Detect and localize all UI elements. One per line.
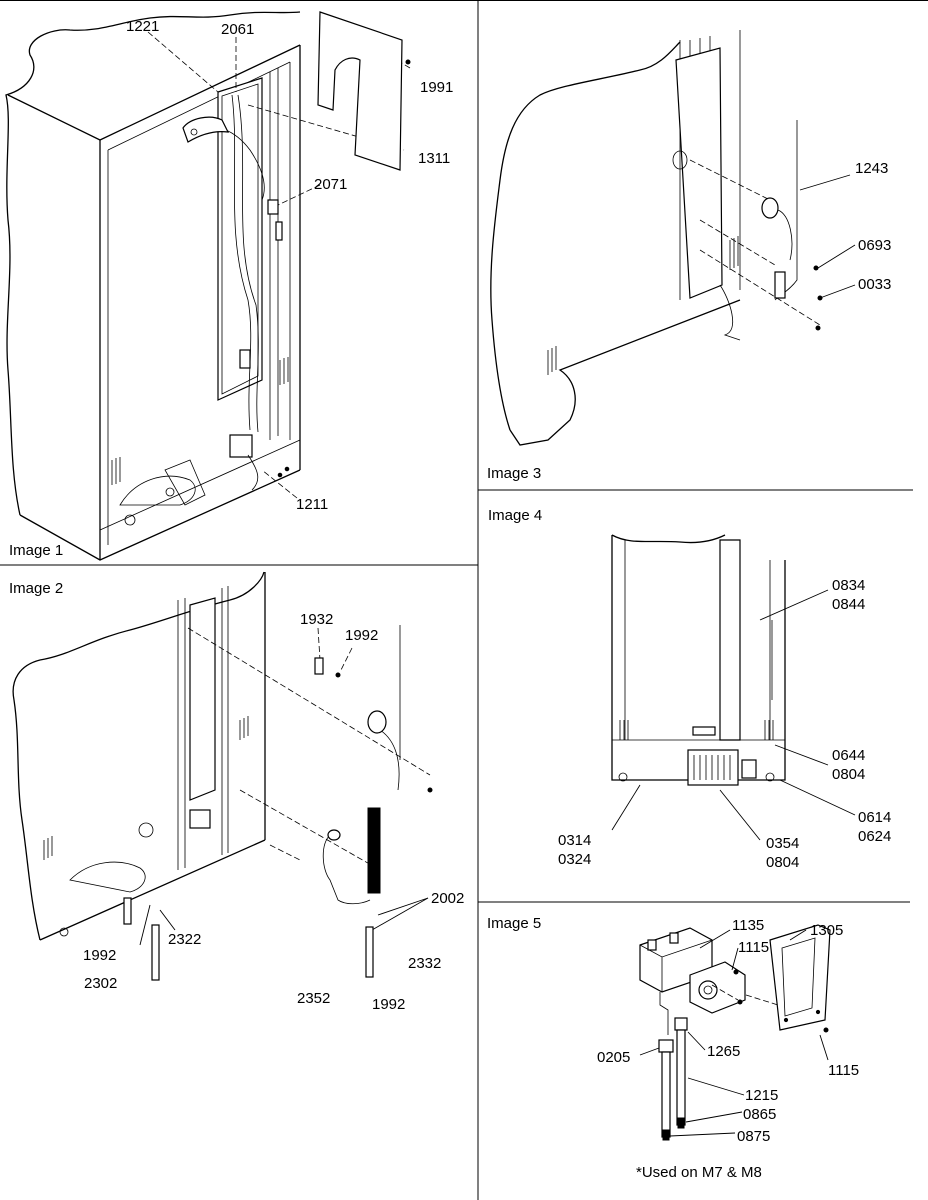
image2-callout-2322: 2322 <box>168 931 201 948</box>
image3-callout-0033: 0033 <box>858 276 891 293</box>
image3-callout-0693: 0693 <box>858 237 891 254</box>
image3-callout-1243: 1243 <box>855 160 888 177</box>
image4-callout-0844: 0844 <box>832 596 865 613</box>
image5-callout-0205: 0205 <box>597 1049 630 1066</box>
image4-callout-0624: 0624 <box>858 828 891 845</box>
image1-callout-2071: 2071 <box>314 176 347 193</box>
image4-callout-0354: 0354 <box>766 835 799 852</box>
image4-drawing <box>611 534 856 841</box>
image3-title: Image 3 <box>487 465 541 482</box>
image2-callout-2352: 2352 <box>297 990 330 1007</box>
image2-callout-1992-top: 1992 <box>345 627 378 644</box>
image5-drawing <box>639 924 831 1141</box>
image5-callout-1305: 1305 <box>810 922 843 939</box>
image4-callout-0804-bottom: 0804 <box>766 854 799 871</box>
image1-callout-1211: 1211 <box>296 496 328 513</box>
image1-callout-1311: 1311 <box>418 150 450 167</box>
image2-drawing <box>12 571 433 981</box>
image2-callout-1992-left: 1992 <box>83 947 116 964</box>
image2-callout-2002: 2002 <box>431 890 464 907</box>
image4-callout-0834: 0834 <box>832 577 865 594</box>
image5-footnote: *Used on M7 & M8 <box>636 1164 762 1181</box>
image5-callout-1265: 1265 <box>707 1043 740 1060</box>
image5-callout-1115-bottom: 1115 <box>828 1062 859 1079</box>
image5-callout-1135: 1135 <box>732 917 764 934</box>
image2-title: Image 2 <box>9 580 63 597</box>
image4-callout-0804-right: 0804 <box>832 766 865 783</box>
image2-callout-2332: 2332 <box>408 955 441 972</box>
image2-callout-1932: 1932 <box>300 611 333 628</box>
image4-callout-0644: 0644 <box>832 747 865 764</box>
image3-drawing <box>490 30 856 446</box>
image1-drawing <box>5 11 411 561</box>
image4-callout-0324: 0324 <box>558 851 591 868</box>
image5-title: Image 5 <box>487 915 541 932</box>
image1-callout-2061: 2061 <box>221 21 254 38</box>
image5-callout-1115-top: 1115 <box>738 939 769 956</box>
image1-callout-1221: 1221 <box>126 18 159 35</box>
image1-title: Image 1 <box>9 542 63 559</box>
image4-title: Image 4 <box>488 507 542 524</box>
image5-callout-0865: 0865 <box>743 1106 776 1123</box>
image2-callout-1992-bottom: 1992 <box>372 996 405 1013</box>
image5-callout-0875: 0875 <box>737 1128 770 1145</box>
image4-callout-0314: 0314 <box>558 832 591 849</box>
image4-callout-0614: 0614 <box>858 809 891 826</box>
image1-callout-1991: 1991 <box>420 79 453 96</box>
image5-callout-1215: 1215 <box>745 1087 778 1104</box>
image2-callout-2302: 2302 <box>84 975 117 992</box>
